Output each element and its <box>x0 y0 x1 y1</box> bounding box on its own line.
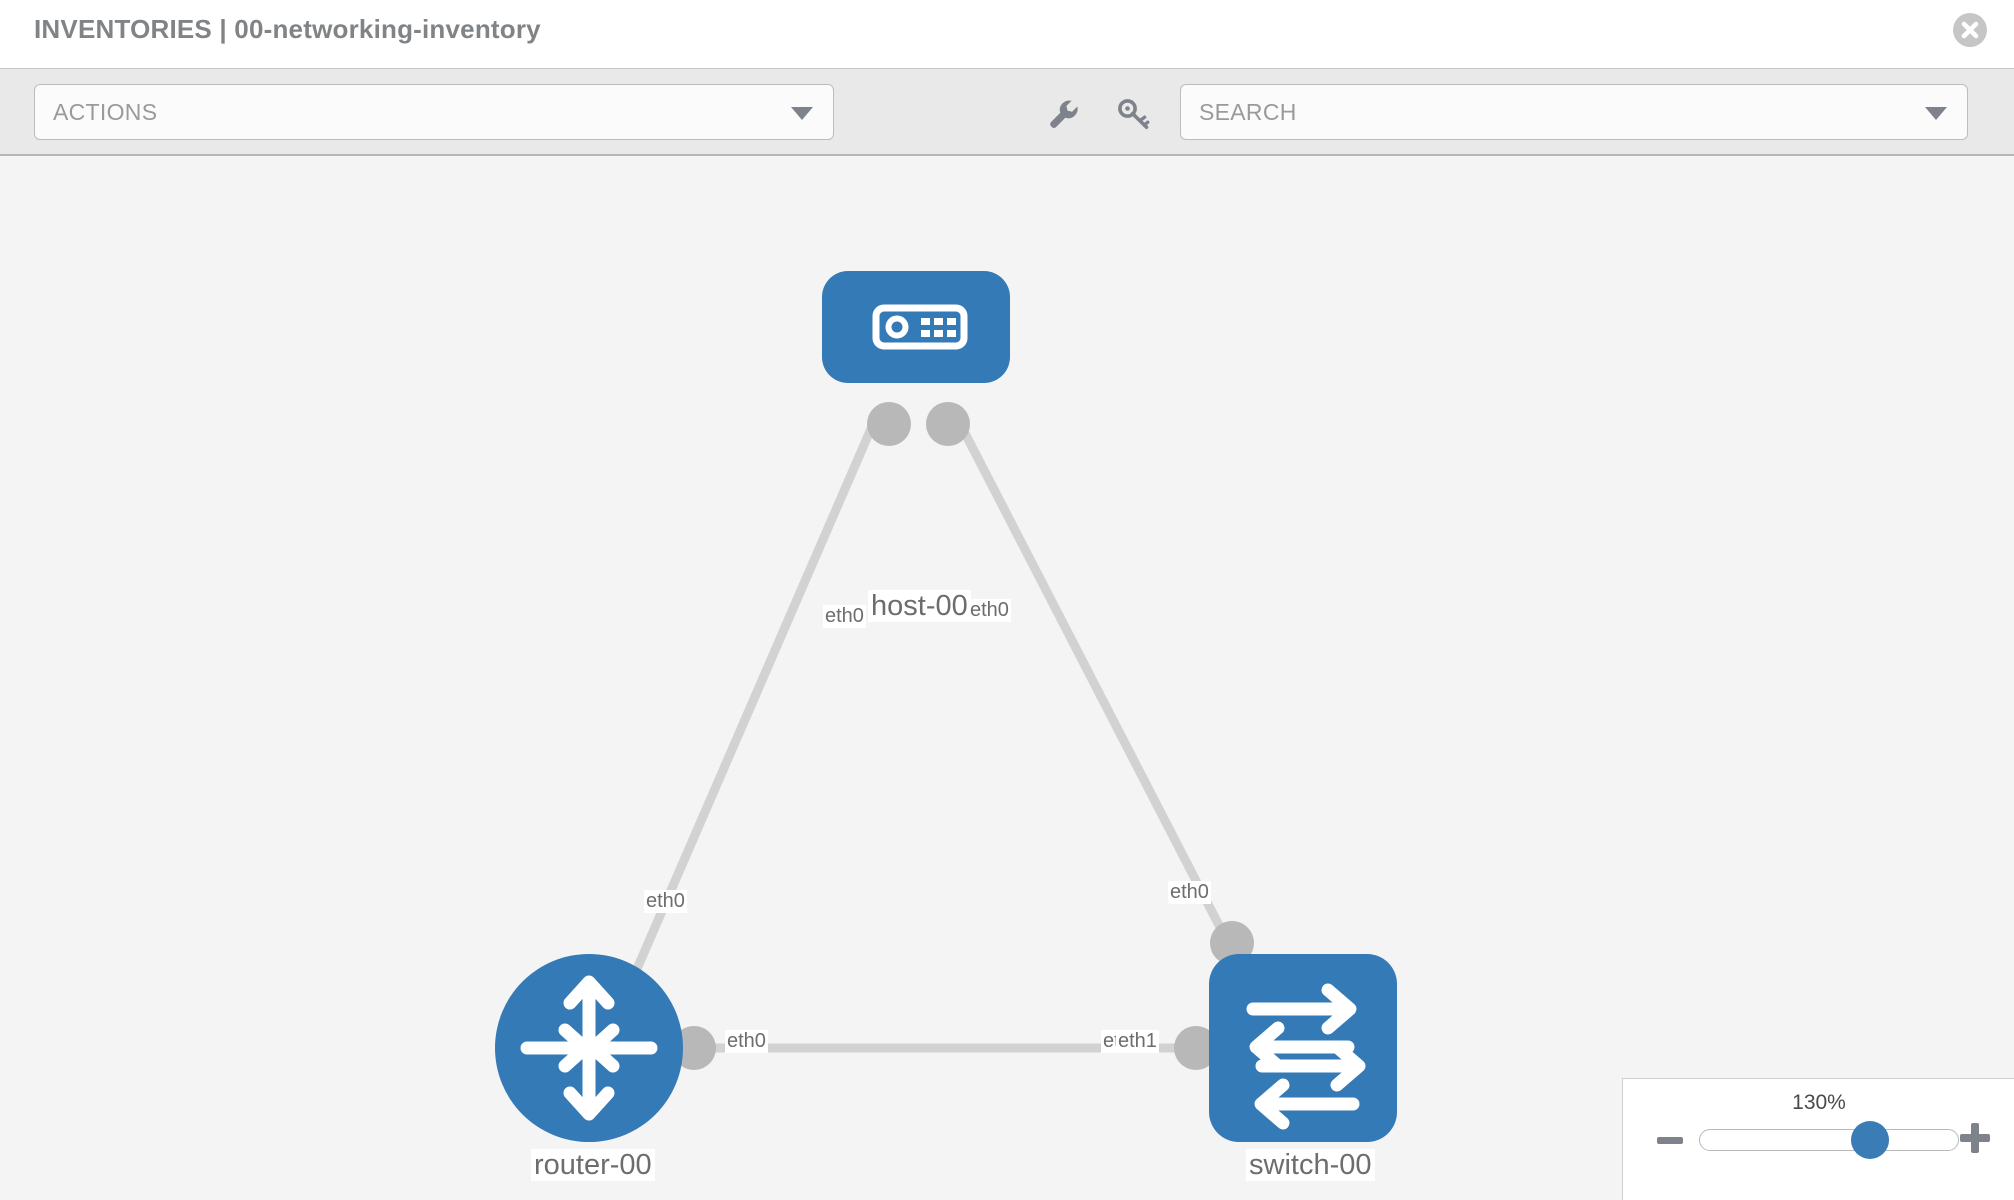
link-host00-router00[interactable] <box>615 406 885 1010</box>
interface-label-host-left: eth0 <box>823 605 866 628</box>
connector-host-left[interactable] <box>867 402 911 446</box>
topology-graph <box>495 271 1397 1142</box>
chevron-down-icon[interactable] <box>1925 107 1947 120</box>
node-label-switch-00[interactable]: switch-00 <box>1246 1149 1375 1182</box>
page-title: INVENTORIES | 00-networking-inventory <box>34 14 541 44</box>
topology-canvas[interactable]: eth0 host-00 eth0 eth0 eth0 eth0 eth0 et… <box>0 156 2014 1200</box>
interface-label-switch-up: eth0 <box>1168 881 1211 904</box>
topology-links <box>615 405 1244 1053</box>
search-input[interactable]: SEARCH <box>1180 84 1968 140</box>
zoom-slider-thumb[interactable] <box>1851 1121 1889 1159</box>
zoom-control-panel: 130% <box>1622 1078 2014 1200</box>
plus-icon[interactable] <box>1958 1121 1992 1160</box>
search-placeholder: SEARCH <box>1199 99 1297 125</box>
node-host-00[interactable] <box>822 271 1010 383</box>
key-icon[interactable] <box>1116 96 1152 132</box>
toolbar: ACTIONS SEARCH <box>0 68 2014 156</box>
link-host00-switch00[interactable] <box>948 405 1244 969</box>
zoom-level-value: 130% <box>1792 1091 1846 1114</box>
actions-dropdown-label: ACTIONS <box>53 99 158 125</box>
close-icon[interactable] <box>1953 13 1987 47</box>
interface-label-router-up: eth0 <box>644 890 687 913</box>
link-connectors <box>672 402 1254 1070</box>
connector-router-right[interactable] <box>672 1026 716 1070</box>
node-router-00[interactable] <box>495 954 683 1142</box>
interface-label-host-right: eth0 <box>968 599 1011 622</box>
connector-switch-left[interactable] <box>1174 1026 1218 1070</box>
node-switch-00[interactable] <box>1209 954 1397 1142</box>
zoom-slider-track[interactable] <box>1699 1129 1959 1151</box>
node-label-router-00[interactable]: router-00 <box>531 1149 655 1182</box>
interface-label-switch-left-b: eth1 <box>1116 1030 1159 1053</box>
node-label-host-00[interactable]: host-00 <box>868 590 971 623</box>
chevron-down-icon <box>791 107 813 120</box>
actions-dropdown[interactable]: ACTIONS <box>34 84 834 140</box>
minus-icon[interactable] <box>1655 1126 1685 1161</box>
wrench-icon[interactable] <box>1046 96 1082 132</box>
page-header: INVENTORIES | 00-networking-inventory <box>0 0 2014 68</box>
connector-host-right[interactable] <box>926 402 970 446</box>
interface-label-router-right: eth0 <box>725 1030 768 1053</box>
